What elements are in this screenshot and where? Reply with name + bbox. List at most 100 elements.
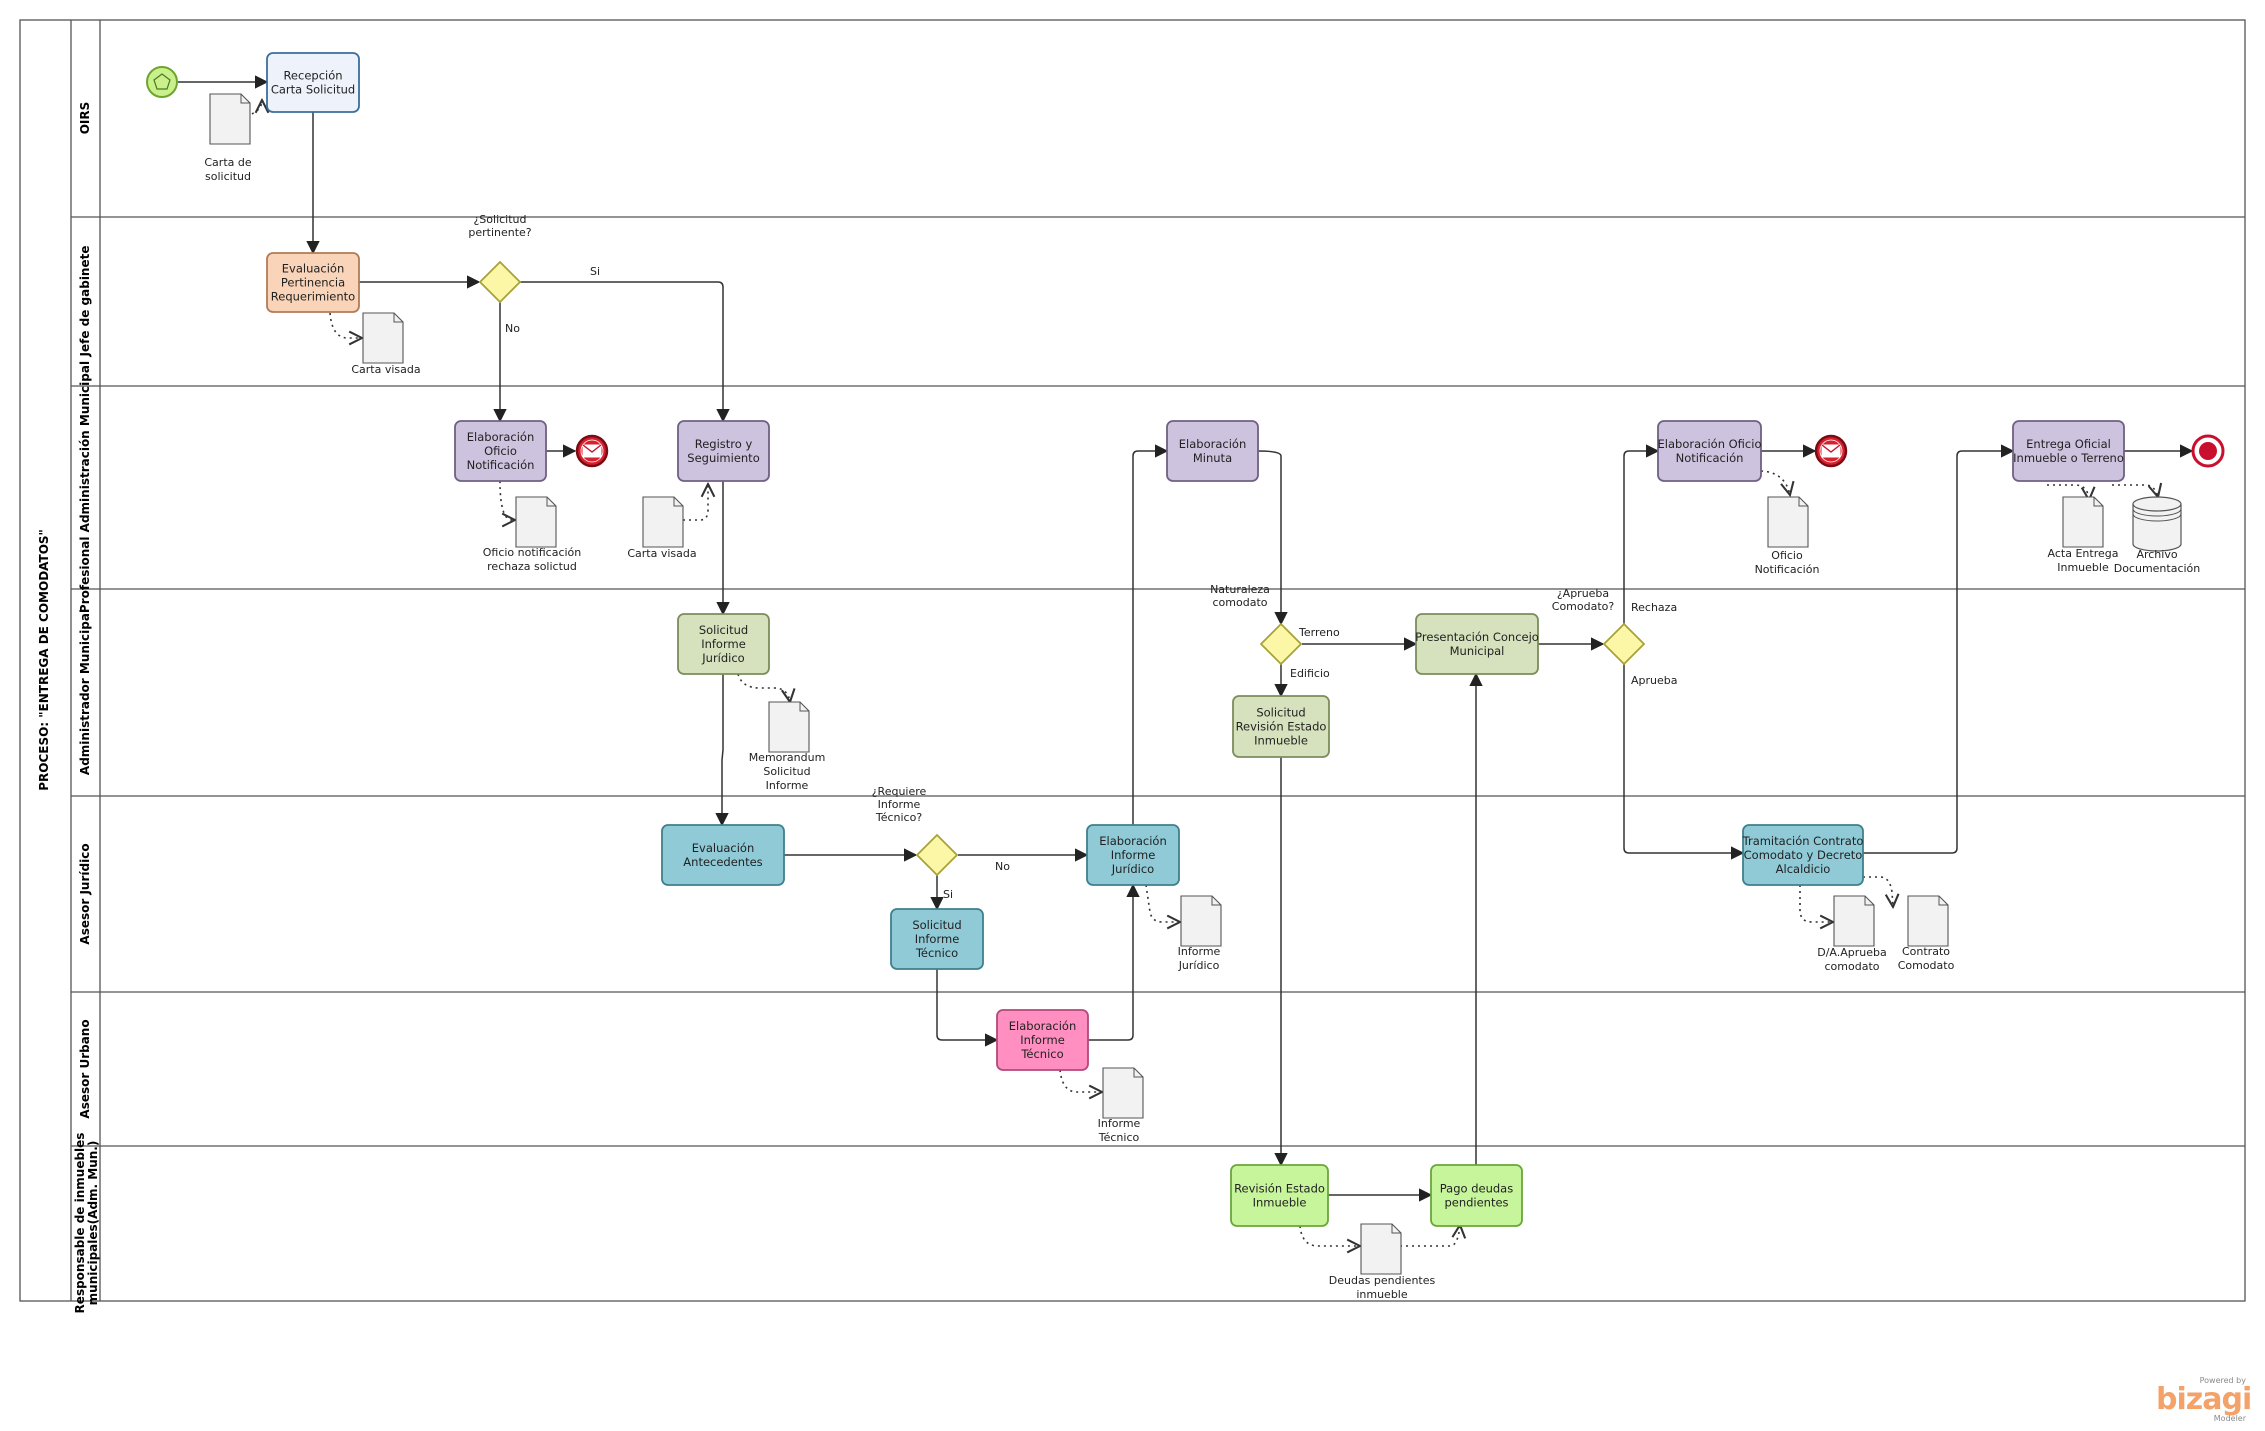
task-label: Inmueble (1254, 734, 1308, 748)
flow-solicitud-tecnico (936, 969, 999, 1047)
document-label: Notificación (1755, 563, 1820, 576)
label-g3-terreno: Terreno (1298, 626, 1340, 639)
document-label: inmueble (1356, 1288, 1408, 1301)
task-label: Pago deudas (1440, 1182, 1513, 1196)
lane-label-asesor-urbano: Asesor Urbano (78, 1019, 92, 1118)
task-label: Solicitud (912, 918, 961, 932)
gateway-question: Naturaleza (1210, 583, 1270, 596)
document-label: Oficio (1771, 549, 1803, 562)
task-label: Comodato y Decreto (1744, 848, 1863, 862)
flow-g4-rechaza (1623, 444, 1660, 624)
document-label: Deudas pendientes (1329, 1274, 1436, 1287)
brand-powered: Powered by (2199, 1376, 2246, 1385)
task-label: Solicitud (1256, 706, 1305, 720)
task-label: Informe (915, 932, 960, 946)
document-carta-visada-2[interactable]: Carta visada (627, 496, 697, 560)
task-label: Alcaldicio (1776, 862, 1831, 876)
document-label: Memorandum (749, 751, 826, 764)
gateway-question: ¿Requiere (872, 785, 927, 798)
document-label: Inmueble (2057, 561, 2109, 574)
flow-solicitud-evaluacion (715, 674, 729, 827)
document-label: Oficio notificación (483, 546, 582, 559)
message-end-event-2[interactable] (1814, 434, 1848, 468)
document-label: Contrato (1902, 945, 1950, 958)
data-store-label-2: Documentación (2114, 562, 2201, 575)
task-label: Recepción (283, 69, 342, 83)
document-label: Carta visada (627, 547, 696, 560)
task-label: Elaboración (1009, 1019, 1076, 1033)
label-g4-rechaza: Rechaza (1631, 601, 1677, 614)
document-label: Solicitud (763, 765, 810, 778)
gateway-question: Técnico? (875, 811, 922, 824)
document-label: Jurídico (1178, 959, 1220, 972)
document-label: comodato (1825, 960, 1880, 973)
lane-label-asesor-juridico: Asesor Jurídico (78, 843, 92, 944)
document-carta-visada-1[interactable]: Carta visada (351, 312, 421, 376)
document-label: Comodato (1898, 959, 1955, 972)
task-label: Antecedentes (683, 855, 762, 869)
message-end-event-1[interactable] (575, 434, 609, 468)
task-label: Registro y (695, 437, 753, 451)
events (146, 66, 2225, 468)
task-label: Jurídico (701, 651, 744, 665)
document-label: Carta visada (351, 363, 420, 376)
assoc-oficio-doc (499, 480, 515, 520)
task-label: Evaluación (282, 262, 345, 276)
brand-product: Modeler (2213, 1414, 2246, 1423)
task-label: Elaboración Oficio (1658, 437, 1762, 451)
gateway-question: comodato (1213, 596, 1268, 609)
document-label: Informe (766, 779, 809, 792)
lane-label-administrador: Administrador Municipal (78, 609, 92, 775)
lanes: OIRS Jefe de gabinete Profesional Admini… (71, 102, 2245, 1313)
start-event[interactable] (146, 66, 178, 98)
label-g1-si: Si (590, 265, 600, 278)
sequence-flows (178, 75, 2194, 1202)
data-store-archivo[interactable]: Archivo Documentación (2114, 496, 2201, 575)
task-label: Inmueble (1253, 1196, 1307, 1210)
assoc-tramitacion-da (1799, 885, 1833, 922)
task-label: Carta Solicitud (271, 83, 355, 97)
pool-title: PROCESO: "ENTREGA DE COMODATOS" (37, 529, 51, 791)
document-label: solicitud (205, 170, 251, 183)
assoc-carta-registro (683, 484, 708, 521)
flow-labels: Si No No Si Terreno Edificio Rechaza Apr… (505, 265, 1678, 901)
assoc-entrega-archivo (2112, 485, 2158, 497)
end-event[interactable] (2191, 434, 2225, 468)
lane-label-oirs: OIRS (78, 102, 92, 135)
flow-g1-si (520, 281, 730, 423)
task-label: Requerimiento (271, 290, 355, 304)
flow-minuta-g3 (1257, 450, 1288, 626)
